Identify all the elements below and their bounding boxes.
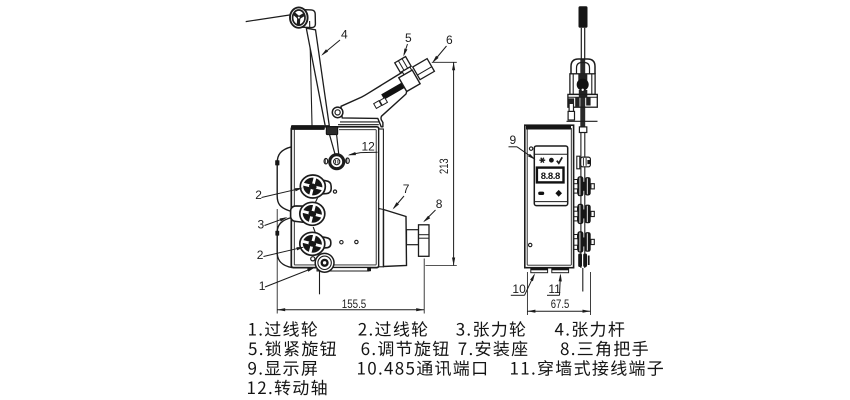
svg-text:213: 213	[439, 158, 451, 174]
svg-text:2: 2	[257, 248, 264, 262]
svg-text:2.过线轮: 2.过线轮	[358, 315, 430, 340]
svg-text:2: 2	[255, 188, 262, 202]
svg-text:7: 7	[403, 182, 410, 196]
svg-text:155.5: 155.5	[342, 299, 367, 311]
svg-text:67.5: 67.5	[551, 299, 570, 311]
svg-text:11.穿墙式接线端子: 11.穿墙式接线端子	[510, 354, 666, 379]
svg-text:8.8.8: 8.8.8	[541, 171, 560, 182]
svg-text:8.三角把手: 8.三角把手	[560, 335, 650, 360]
svg-text:12.转动轴: 12.转动轴	[247, 374, 329, 399]
svg-text:4: 4	[341, 28, 348, 42]
svg-text:9: 9	[510, 133, 517, 147]
svg-text:1.过线轮: 1.过线轮	[248, 315, 320, 340]
svg-text:12: 12	[362, 140, 376, 154]
svg-text:4.张力杆: 4.张力杆	[555, 315, 627, 340]
svg-text:11: 11	[548, 282, 561, 296]
svg-text:8: 8	[436, 197, 443, 211]
svg-text:10.485通讯端口: 10.485通讯端口	[357, 354, 490, 379]
svg-text:6: 6	[446, 33, 453, 47]
svg-text:7.安装座: 7.安装座	[458, 335, 530, 360]
svg-text:3.张力轮: 3.张力轮	[456, 315, 528, 340]
svg-text:1: 1	[259, 279, 266, 293]
svg-text:9.显示屏: 9.显示屏	[248, 354, 320, 379]
svg-text:6.调节旋钮: 6.调节旋钮	[361, 335, 451, 360]
svg-text:5: 5	[405, 31, 412, 45]
svg-text:3: 3	[258, 218, 265, 232]
svg-text:5.锁紧旋钮: 5.锁紧旋钮	[248, 335, 338, 360]
svg-text:10: 10	[512, 282, 526, 296]
